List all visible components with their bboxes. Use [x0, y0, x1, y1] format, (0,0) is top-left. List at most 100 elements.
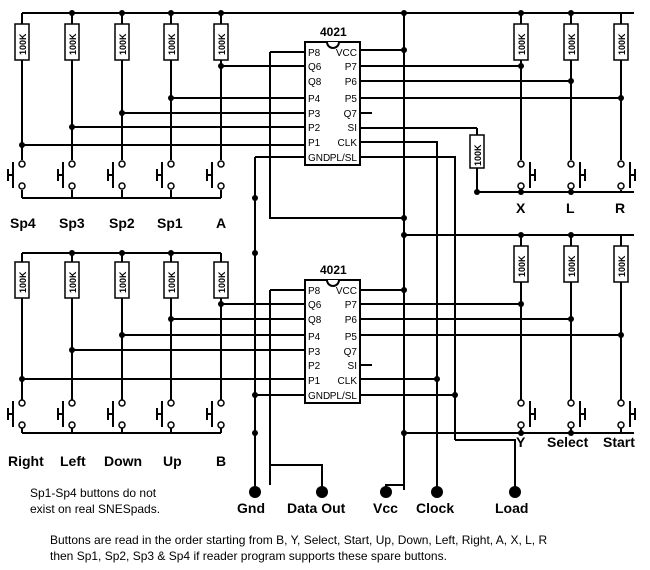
- resistor: 100K: [613, 23, 629, 61]
- resistor: 100K: [14, 23, 30, 61]
- label-vcc: Vcc: [373, 500, 398, 516]
- push-switch: [57, 399, 76, 429]
- resistors: 100K 100K 100K 100K 100K 100K 100K 100K …: [14, 23, 629, 299]
- chip-pin-label: Q6: [308, 300, 322, 311]
- chip-pin-label: P7: [345, 300, 358, 311]
- svg-text:100K: 100K: [217, 33, 227, 55]
- chip-pin-label: P2: [308, 123, 321, 134]
- note-order-1: Buttons are read in the order starting f…: [50, 533, 547, 547]
- connector-vcc-pin: [380, 486, 392, 498]
- connectors: Gnd Data Out Vcc Clock Load: [237, 484, 528, 516]
- label-l: L: [566, 200, 575, 216]
- resistor: 100K: [563, 245, 579, 283]
- label-x: X: [516, 200, 526, 216]
- chip-pin-label: P6: [345, 77, 358, 88]
- label-gnd: Gnd: [237, 500, 265, 516]
- chip-pin-label: P3: [308, 109, 321, 120]
- connector-clock-pin: [431, 486, 443, 498]
- button-labels: Sp4 Sp3 Sp2 Sp1 A X L R Right Left Down …: [8, 200, 635, 469]
- chip-pin-label: P2: [308, 361, 321, 372]
- svg-text:100K: 100K: [517, 33, 527, 55]
- chip-pin-label: CLK: [338, 138, 358, 149]
- chip-pin-label: SI: [348, 123, 357, 134]
- chip-pin-label: Q7: [344, 109, 358, 120]
- svg-text:100K: 100K: [567, 255, 577, 277]
- chip-pin-label: P6: [345, 315, 358, 326]
- push-switch: [517, 160, 536, 190]
- push-switch: [107, 160, 126, 190]
- chip-bottom: 4021 P8Q6Q8P4P3P2P1GNDVCCP7P6P5Q7SICLKPL…: [304, 263, 361, 404]
- resistor: 100K: [563, 23, 579, 61]
- resistor: 100K: [163, 23, 179, 61]
- chip-top: 4021 P8Q6Q8P4P3P2P1GNDVCCP7P6P5Q7SICLKPL…: [304, 25, 361, 166]
- resistor: 100K: [213, 23, 229, 61]
- push-switch: [567, 160, 586, 190]
- connector-gnd-pin: [249, 486, 261, 498]
- push-switch: [617, 160, 636, 190]
- svg-text:100K: 100K: [517, 255, 527, 277]
- push-switch: [7, 160, 26, 190]
- svg-text:100K: 100K: [167, 33, 177, 55]
- push-switch: [107, 399, 126, 429]
- resistor: 100K: [513, 245, 529, 283]
- resistor: 100K: [14, 261, 30, 299]
- label-left: Left: [60, 453, 86, 469]
- chip-pin-label: PL/SL: [330, 153, 358, 164]
- label-a: A: [216, 215, 226, 231]
- label-down: Down: [104, 453, 142, 469]
- label-b: B: [216, 453, 226, 469]
- svg-text:100K: 100K: [617, 255, 627, 277]
- chip-pin-label: P1: [308, 138, 321, 149]
- connector-dataout-pin: [316, 486, 328, 498]
- chip-top-name: 4021: [320, 25, 347, 39]
- svg-text:100K: 100K: [567, 33, 577, 55]
- resistor: 100K: [163, 261, 179, 299]
- push-switch: [617, 399, 636, 429]
- chip-pin-label: P7: [345, 62, 358, 73]
- label-up: Up: [163, 453, 182, 469]
- label-right: Right: [8, 453, 44, 469]
- svg-text:100K: 100K: [217, 271, 227, 293]
- push-switch: [517, 399, 536, 429]
- label-clock: Clock: [416, 500, 454, 516]
- resistor: 100K: [513, 23, 529, 61]
- label-sp2: Sp2: [109, 215, 135, 231]
- label-sp1: Sp1: [157, 215, 183, 231]
- svg-text:100K: 100K: [617, 33, 627, 55]
- note-order-2: then Sp1, Sp2, Sp3 & Sp4 if reader progr…: [50, 549, 447, 563]
- chip-pin-label: GND: [308, 153, 330, 164]
- resistor: 100K: [469, 134, 485, 169]
- resistor: 100K: [114, 23, 130, 61]
- chip-pin-label: P4: [308, 94, 321, 105]
- label-sp3: Sp3: [59, 215, 85, 231]
- svg-text:100K: 100K: [18, 271, 28, 293]
- chip-pin-label: P1: [308, 376, 321, 387]
- label-select: Select: [547, 434, 589, 450]
- chip-pin-label: P4: [308, 332, 321, 343]
- svg-text:100K: 100K: [68, 33, 78, 55]
- chip-pin-label: P5: [345, 332, 358, 343]
- chip-pin-label: VCC: [336, 48, 357, 59]
- note-spare-1: Sp1-Sp4 buttons do not: [30, 486, 157, 500]
- push-switch: [7, 399, 26, 429]
- push-switch: [57, 160, 76, 190]
- push-switch: [206, 399, 225, 429]
- chip-pin-label: P8: [308, 48, 321, 59]
- chip-pin-label: Q7: [344, 347, 358, 358]
- label-load: Load: [495, 500, 528, 516]
- chip-pin-label: CLK: [338, 376, 358, 387]
- svg-text:100K: 100K: [473, 144, 483, 166]
- chip-bottom-name: 4021: [320, 263, 347, 277]
- notes: Sp1-Sp4 buttons do not exist on real SNE…: [30, 486, 547, 563]
- label-start: Start: [603, 434, 635, 450]
- chip-pin-label: P3: [308, 347, 321, 358]
- svg-text:100K: 100K: [68, 271, 78, 293]
- push-switch: [156, 160, 175, 190]
- resistor: 100K: [613, 245, 629, 283]
- push-switch: [567, 399, 586, 429]
- resistor: 100K: [213, 261, 229, 299]
- note-spare-2: exist on real SNESpads.: [30, 502, 160, 516]
- chip-pin-label: Q6: [308, 62, 322, 73]
- push-switch: [206, 160, 225, 190]
